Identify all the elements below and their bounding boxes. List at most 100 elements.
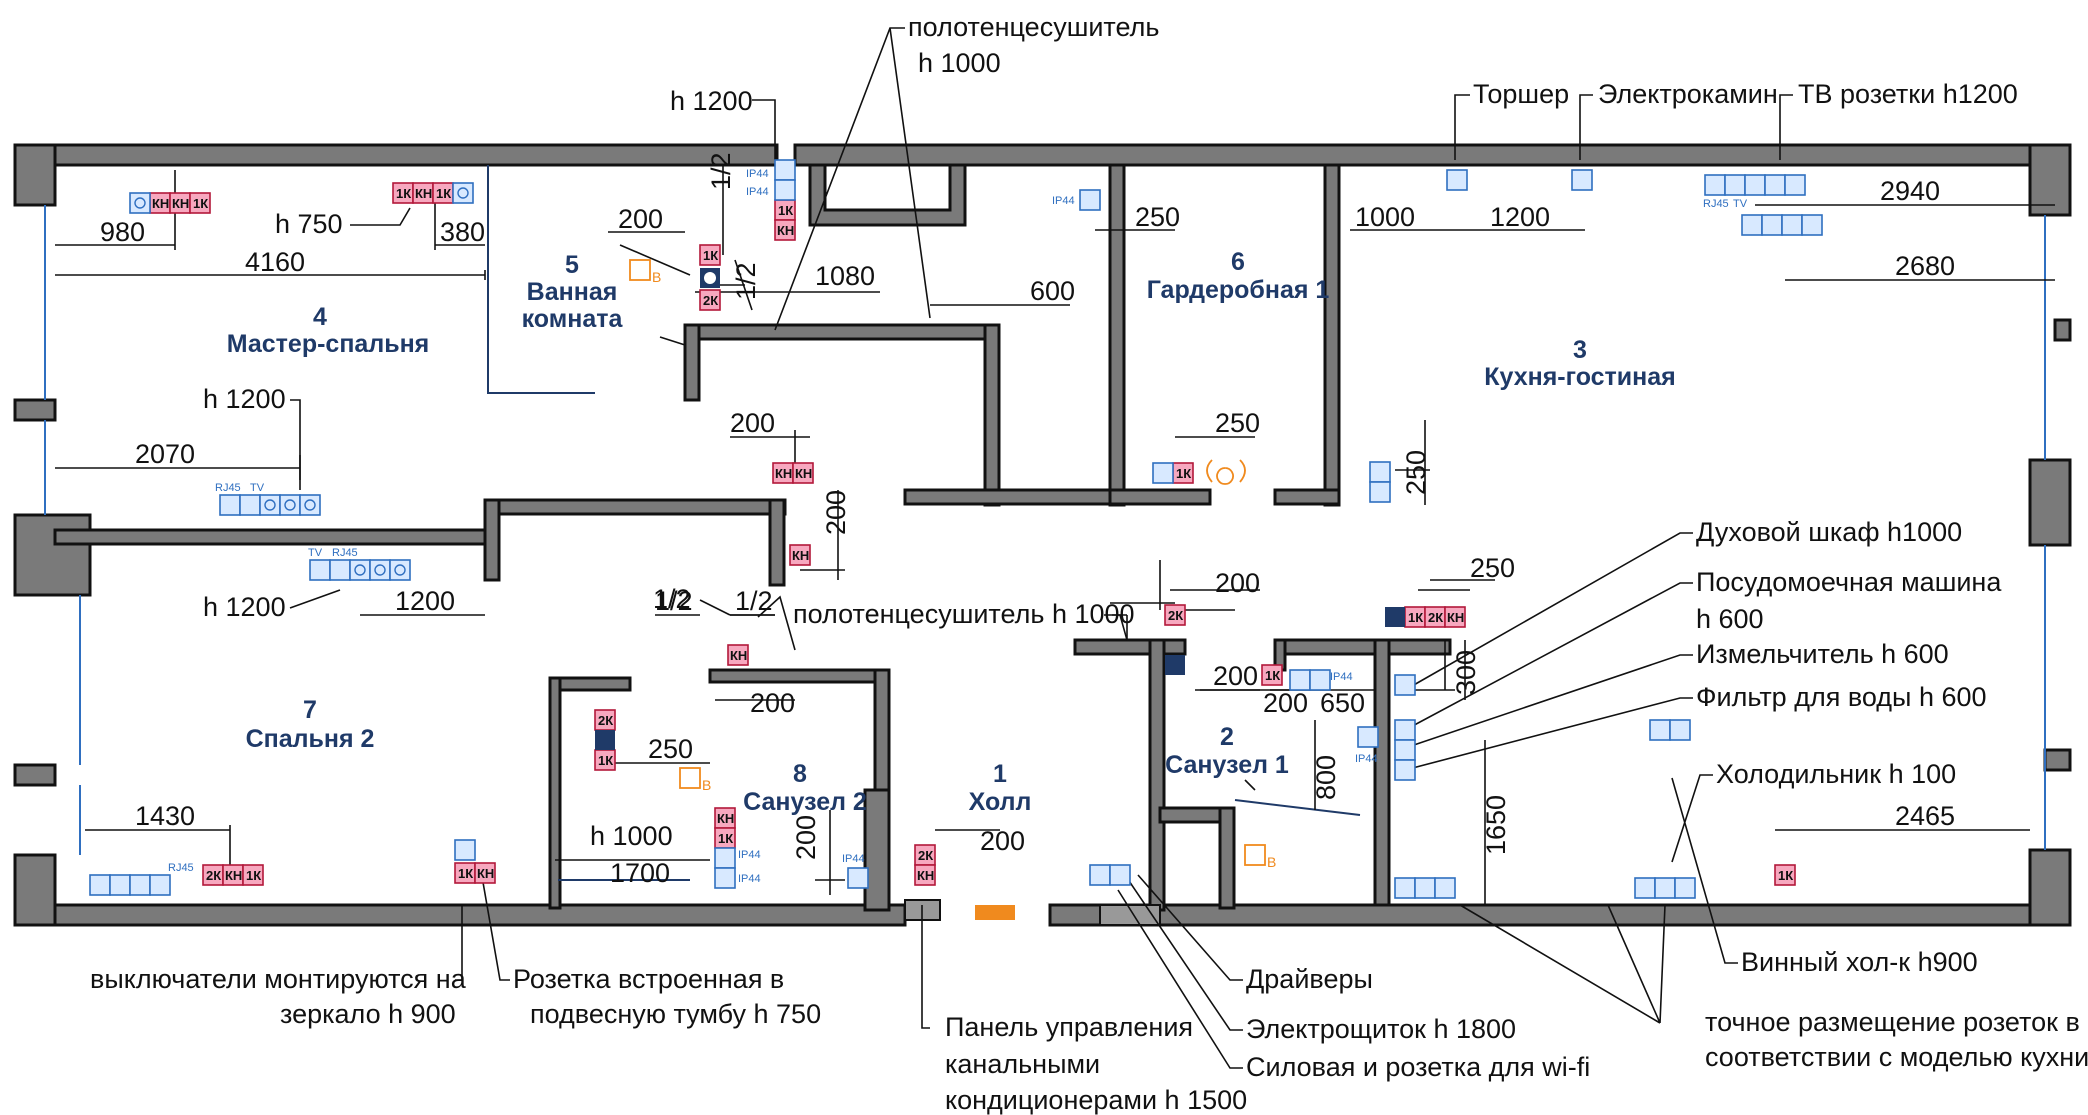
svg-text:Торшер: Торшер xyxy=(1473,79,1569,109)
wall-bath2-niche-v xyxy=(1218,806,1236,910)
socket-bedroom7-builtin xyxy=(454,839,476,861)
svg-text:Винный хол-к h900: Винный хол-к h900 xyxy=(1741,947,1978,977)
svg-text:1200: 1200 xyxy=(395,586,455,616)
svg-text:4160: 4160 xyxy=(245,247,305,277)
wall-bath5-right xyxy=(983,323,1001,507)
svg-text:2: 2 xyxy=(1220,723,1234,751)
svg-text:1К: 1К xyxy=(458,866,473,881)
outer-wall-right-4 xyxy=(2043,748,2072,772)
wall-wardrobe-bottom-2 xyxy=(1273,488,1341,506)
svg-text:200: 200 xyxy=(821,490,851,535)
wall-bath5-left xyxy=(683,323,701,402)
svg-text:подвесную тумбу h 750: подвесную тумбу h 750 xyxy=(530,999,821,1029)
wall-bath5-bottom xyxy=(683,323,997,341)
svg-text:3: 3 xyxy=(1573,336,1587,364)
outer-wall-right-1 xyxy=(2028,143,2072,217)
leader-lines xyxy=(289,27,1793,1069)
svg-text:650: 650 xyxy=(1320,688,1365,718)
svg-text:h 1000: h 1000 xyxy=(590,821,673,851)
svg-text:КН: КН xyxy=(415,186,432,201)
svg-text:Силовая и розетка для wi-fi: Силовая и розетка для wi-fi xyxy=(1246,1052,1590,1082)
svg-text:1430: 1430 xyxy=(135,801,195,831)
svg-text:Измельчитель h 600: Измельчитель h 600 xyxy=(1696,639,1949,669)
svg-text:точное размещение розеток в: точное размещение розеток в xyxy=(1705,1007,2080,1037)
svg-text:Спальня 2: Спальня 2 xyxy=(246,725,375,753)
walls xyxy=(13,143,2072,927)
dimension-lines xyxy=(55,165,2055,905)
svg-text:2К: 2К xyxy=(918,848,933,863)
svg-text:TV: TV xyxy=(1733,198,1748,210)
svg-text:2680: 2680 xyxy=(1895,251,1955,281)
svg-text:КН: КН xyxy=(152,196,169,211)
socket-group-bedroom4-right xyxy=(452,182,474,204)
svg-text:IP44: IP44 xyxy=(1355,753,1378,765)
socket-hall-electric xyxy=(1089,864,1131,886)
wall-bath8-a xyxy=(548,676,632,692)
svg-text:КН: КН xyxy=(172,196,189,211)
svg-text:2465: 2465 xyxy=(1895,801,1955,831)
switch-bath2 xyxy=(1261,664,1283,686)
dimension-texts: 980 4160 380 200 1080 600 250 1000 1200 … xyxy=(100,152,1955,888)
svg-text:IP44: IP44 xyxy=(842,853,865,865)
wall-bath8-top xyxy=(708,668,887,684)
switch-bedroom7-b xyxy=(474,862,496,884)
svg-text:RJ45: RJ45 xyxy=(215,482,241,494)
svg-text:200: 200 xyxy=(730,408,775,438)
svg-text:полотенцесушитель h 1000: полотенцесушитель h 1000 xyxy=(793,599,1135,629)
svg-text:1000: 1000 xyxy=(1355,202,1415,232)
outer-wall-bottom-right xyxy=(1048,903,2067,927)
svg-text:Санузел 1: Санузел 1 xyxy=(1165,751,1289,779)
svg-text:1650: 1650 xyxy=(1481,795,1511,855)
svg-text:КН: КН xyxy=(477,866,494,881)
socket-kitchen-torsher xyxy=(1446,169,1468,191)
svg-text:2К: 2К xyxy=(1428,610,1443,625)
notes: полотенцесушитель h 1000 h 1200 h 750 h … xyxy=(90,12,2088,1115)
svg-text:2К: 2К xyxy=(206,868,221,883)
svg-text:Санузел 2: Санузел 2 xyxy=(743,788,867,816)
socket-hall-dark xyxy=(1165,655,1185,675)
svg-text:канальными: канальными xyxy=(945,1049,1100,1079)
svg-text:1К: 1К xyxy=(436,186,451,201)
svg-text:800: 800 xyxy=(1311,755,1341,800)
socket-wardrobe-b xyxy=(1152,462,1174,484)
svg-text:1К: 1К xyxy=(703,248,718,263)
outer-wall-right-5 xyxy=(2028,848,2072,927)
svg-text:h 750: h 750 xyxy=(275,209,343,239)
svg-text:1700: 1700 xyxy=(610,858,670,888)
socket-kitchen-fireplace xyxy=(1571,169,1593,191)
svg-text:Панель управления: Панель управления xyxy=(945,1012,1193,1042)
socket-bath2: IP44 xyxy=(1289,669,1353,691)
socket-kitchen-left xyxy=(1369,461,1391,503)
switch-hall-d xyxy=(1164,604,1186,626)
svg-text:полотенцесушитель: полотенцесушитель xyxy=(908,12,1159,42)
outer-wall-right-2 xyxy=(2053,318,2072,342)
svg-text:Гардеробная 1: Гардеробная 1 xyxy=(1147,276,1330,304)
svg-text:5: 5 xyxy=(565,251,579,279)
svg-text:1К: 1К xyxy=(396,186,411,201)
svg-text:200: 200 xyxy=(791,815,821,860)
wall-bath8-left xyxy=(548,676,562,910)
svg-text:200: 200 xyxy=(1213,661,1258,691)
wall-hall-stub xyxy=(768,498,786,587)
svg-text:200: 200 xyxy=(750,688,795,718)
switch-group-bedroom4-a: КН КН 1К xyxy=(149,192,211,214)
svg-text:2К: 2К xyxy=(703,293,718,308)
svg-text:h 1200: h 1200 xyxy=(203,384,286,414)
svg-text:В: В xyxy=(1267,854,1276,870)
wall-bath2-left xyxy=(1148,638,1166,912)
room-labels: 4 Мастер-спальня 5 Ванная комната 6 Гард… xyxy=(227,248,1676,816)
wall-bedroom-step xyxy=(483,498,787,516)
svg-text:1: 1 xyxy=(993,760,1007,788)
svg-text:IP44: IP44 xyxy=(738,849,761,861)
switch-bath8-towel xyxy=(727,644,749,666)
svg-text:380: 380 xyxy=(440,217,485,247)
svg-text:600: 600 xyxy=(1030,276,1075,306)
svg-text:h 1000: h 1000 xyxy=(918,48,1001,78)
svg-text:7: 7 xyxy=(303,696,317,724)
svg-text:КН: КН xyxy=(795,466,812,481)
svg-text:1/2: 1/2 xyxy=(735,586,773,616)
svg-text:980: 980 xyxy=(100,217,145,247)
